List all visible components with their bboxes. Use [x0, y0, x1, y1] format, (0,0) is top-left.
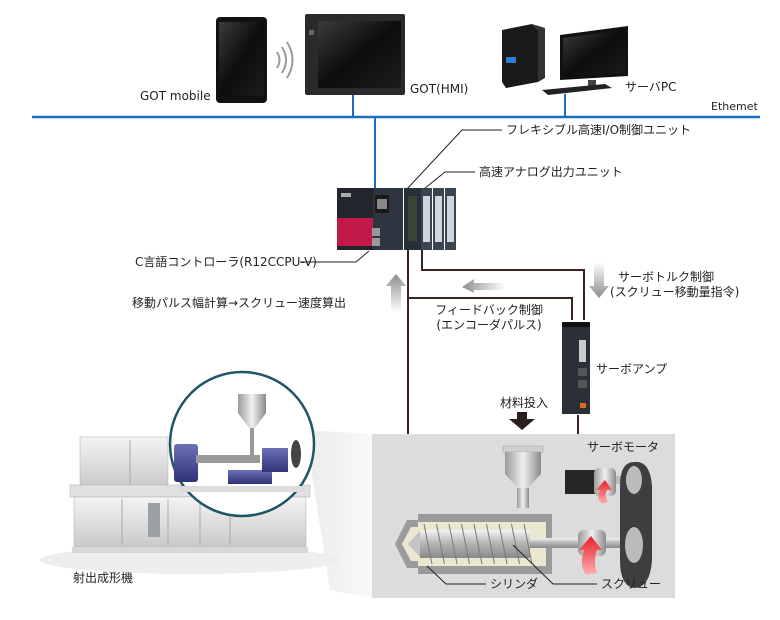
belt-pulley-icon — [620, 461, 652, 588]
screw-rotation-arrow-icon — [579, 536, 602, 575]
plc-cpu-red-panel — [337, 218, 373, 246]
analog-output-unit-label: 高速アナログ出力ユニット — [479, 165, 623, 179]
zoom-circle — [168, 370, 316, 518]
screw-flights — [423, 523, 533, 565]
screw-flight — [473, 523, 483, 565]
material-input-label: 材料投入 — [500, 396, 549, 410]
left-arrow-icon — [462, 279, 505, 293]
material-input-arrow-icon — [509, 412, 535, 430]
screw-flight — [448, 523, 458, 565]
pulse-calc-label: 移動パルス幅計算→スクリュー速度算出 — [132, 296, 347, 310]
servo-torque-line2: (スクリュー移動量指令) — [610, 285, 740, 299]
up-arrow-icon — [386, 274, 406, 312]
flexible-io-unit-label: フレキシブル高速I/O制御ユニット — [506, 123, 692, 137]
ethernet-label: Ethemet — [711, 100, 758, 113]
screw-label: スクリュー — [601, 577, 662, 591]
hopper-icon — [502, 445, 544, 508]
feedback-control-label: フィードバック制御 (エンコーダパルス) — [429, 303, 549, 333]
servo-amplifier-icon — [562, 322, 590, 414]
screw-flight — [511, 523, 520, 565]
wireless-signal-icon — [276, 41, 294, 79]
screw-flight — [523, 523, 533, 565]
servo-motor-label: サーボモータ — [587, 440, 660, 454]
servo-torque-label: サーボトルク制御 (スクリュー移動量指令) — [610, 270, 739, 300]
server-pc-icon — [502, 24, 628, 95]
injection-molding-machine-label: 射出成形機 — [73, 571, 134, 585]
got-hmi-panel-icon — [305, 14, 405, 95]
got-mobile-label: GOT mobile — [140, 89, 211, 103]
down-arrow-icon — [589, 262, 609, 298]
screw-flight — [436, 523, 445, 565]
feedback-control-line1: フィードバック制御 — [435, 303, 543, 317]
servo-torque-line1: サーボトルク制御 — [618, 270, 715, 284]
servo-amp-label: サーボアンプ — [596, 362, 668, 376]
server-pc-label: サーバPC — [625, 80, 677, 94]
got-hmi-label: GOT(HMI) — [410, 82, 469, 96]
screw-flight — [423, 523, 433, 565]
plc-leader-lines — [300, 129, 502, 263]
screw-flight — [498, 523, 508, 565]
got-mobile-tablet-icon — [216, 17, 267, 103]
injection-molding-machine-icon — [40, 370, 340, 574]
screw-flight — [461, 523, 470, 565]
feedback-control-line2: (エンコーダパルス) — [436, 318, 542, 332]
cross-section-leader-lines — [426, 544, 597, 585]
plc-rack — [337, 188, 456, 250]
screw-flight — [486, 523, 495, 565]
cylinder-label: シリンダ — [490, 577, 539, 591]
zoom-projection — [305, 430, 372, 598]
c-controller-label: C言語コントローラ(R12CCPU-V) — [135, 255, 317, 269]
motor-rotation-arrow-icon — [596, 480, 612, 504]
